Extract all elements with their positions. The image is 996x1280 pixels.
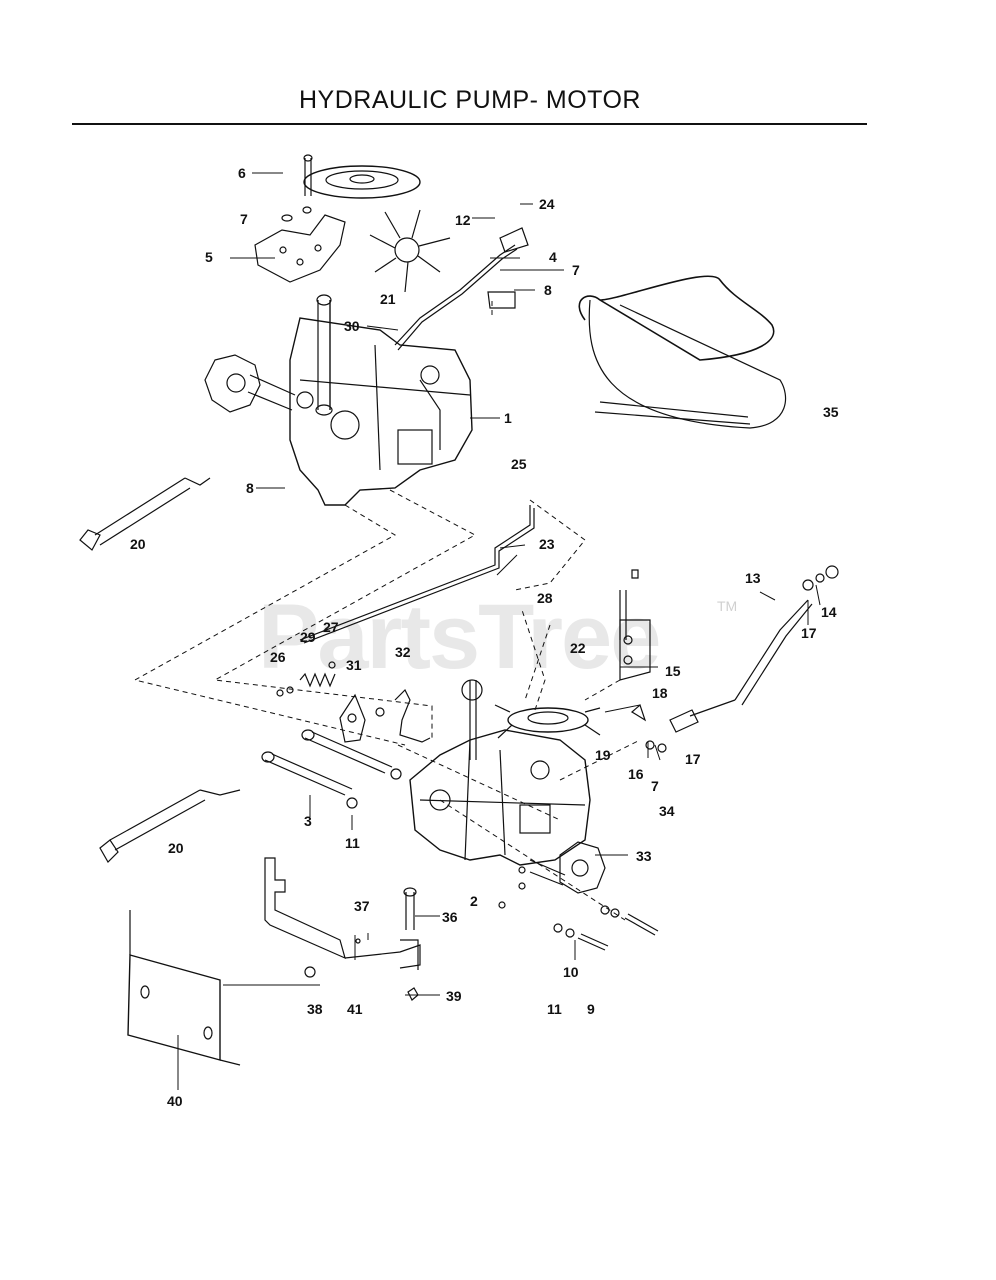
- callout-37: 37: [354, 898, 370, 914]
- callout-6: 6: [238, 165, 246, 181]
- callout-38: 38: [307, 1001, 323, 1017]
- callout-20: 20: [168, 840, 184, 856]
- callout-25: 25: [511, 456, 527, 472]
- callout-13: 13: [745, 570, 761, 586]
- callout-19: 19: [595, 747, 611, 763]
- callout-17: 17: [801, 625, 817, 641]
- leader-lines: [177, 172, 821, 1090]
- bracket-41: [264, 857, 421, 1001]
- upper-right-rod-13: [669, 565, 839, 733]
- lever-32: [375, 688, 431, 743]
- callout-28: 28: [537, 590, 553, 606]
- upper-mounting-bracket: [254, 154, 346, 283]
- callout-2: 2: [470, 893, 478, 909]
- page-title: HYDRAULIC PUMP- MOTOR: [298, 86, 641, 114]
- upper-cooling-fan: [369, 209, 451, 293]
- callout-24: 24: [539, 196, 555, 212]
- upper-pulley: [303, 165, 421, 199]
- callout-35: 35: [823, 404, 839, 420]
- watermark-text: PartsTree: [258, 586, 661, 688]
- callout-21: 21: [380, 291, 396, 307]
- title-divider: [72, 123, 867, 125]
- spring-and-bolts: [276, 661, 336, 697]
- callout-30: 30: [344, 318, 360, 334]
- callout-8: 8: [544, 282, 552, 298]
- callout-12: 12: [455, 212, 471, 228]
- callout-8: 8: [246, 480, 254, 496]
- linkage-rod-23: [299, 505, 535, 644]
- callout-1: 1: [504, 410, 512, 426]
- callout-36: 36: [442, 909, 458, 925]
- callout-40: 40: [167, 1093, 183, 1109]
- cam-plate-31: [339, 693, 366, 743]
- callout-10: 10: [563, 964, 579, 980]
- upper-control-rod: [394, 227, 529, 351]
- left-control-rod: [79, 477, 241, 863]
- callout-9: 9: [587, 1001, 595, 1017]
- callout-26: 26: [270, 649, 286, 665]
- callout-18: 18: [652, 685, 668, 701]
- callout-22: 22: [570, 640, 586, 656]
- callout-41: 41: [347, 1001, 363, 1017]
- lower-hardware: [403, 703, 667, 951]
- callout-32: 32: [395, 644, 411, 660]
- guard-plate-40: [127, 910, 241, 1066]
- callout-7: 7: [572, 262, 580, 278]
- callout-34: 34: [659, 803, 675, 819]
- callout-23: 23: [539, 536, 555, 552]
- upper-axle-hub: [204, 354, 296, 413]
- lower-hydraulic-unit: [409, 679, 601, 866]
- callout-7: 7: [651, 778, 659, 794]
- callout-11: 11: [547, 1001, 562, 1017]
- watermark-trademark: TM: [717, 598, 738, 614]
- callout-15: 15: [665, 663, 681, 679]
- callout-5: 5: [205, 249, 213, 265]
- callout-17: 17: [685, 751, 701, 767]
- shafts: [261, 729, 402, 809]
- callout-39: 39: [446, 988, 462, 1004]
- bracket-15: [619, 569, 651, 681]
- callout-4: 4: [549, 249, 557, 265]
- lower-axle-hub: [529, 841, 606, 894]
- callout-3: 3: [304, 813, 312, 829]
- dashed-assembly-paths: [133, 300, 641, 921]
- callout-7: 7: [240, 211, 248, 227]
- callout-16: 16: [628, 766, 644, 782]
- callout-20: 20: [130, 536, 146, 552]
- callout-14: 14: [821, 604, 837, 620]
- callout-33: 33: [636, 848, 652, 864]
- callout-29: 29: [300, 629, 316, 645]
- callout-31: 31: [346, 657, 362, 673]
- drive-belt: [578, 275, 787, 429]
- callout-11: 11: [345, 835, 360, 851]
- upper-hydraulic-unit: [289, 294, 473, 506]
- callout-27: 27: [323, 619, 339, 635]
